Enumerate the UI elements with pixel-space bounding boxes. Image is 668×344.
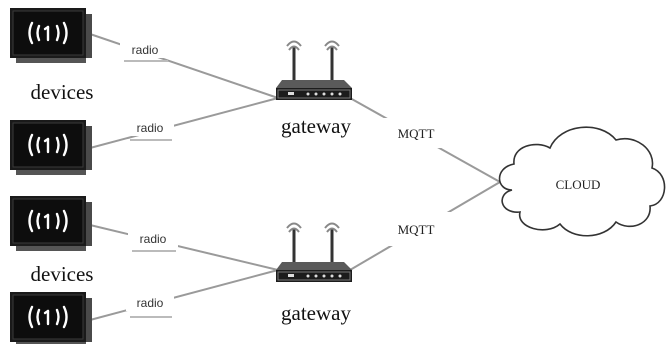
link-label-backgrounds [120,40,452,318]
cloud-label: CLOUD [556,177,601,192]
devices-label: devices [31,262,94,286]
gateway-label: gateway [281,301,351,325]
mqtt-link-label: MQTT [398,126,435,141]
wireless-device-icon [8,290,94,344]
wireless-device-icon [8,118,94,177]
cloud-icon [498,126,666,237]
router-gateway-icon [274,222,354,284]
gateway-label: gateway [281,114,351,138]
wireless-device-icon [8,194,94,253]
wireless-device-icon [8,6,94,65]
mqtt-link-label: MQTT [398,222,435,237]
devices-label: devices [31,80,94,104]
router-gateway-icon [274,40,354,102]
radio-link-label: radio [137,121,164,135]
radio-link-label: radio [140,232,167,246]
radio-link-label: radio [137,296,164,310]
radio-link-label: radio [132,43,159,57]
